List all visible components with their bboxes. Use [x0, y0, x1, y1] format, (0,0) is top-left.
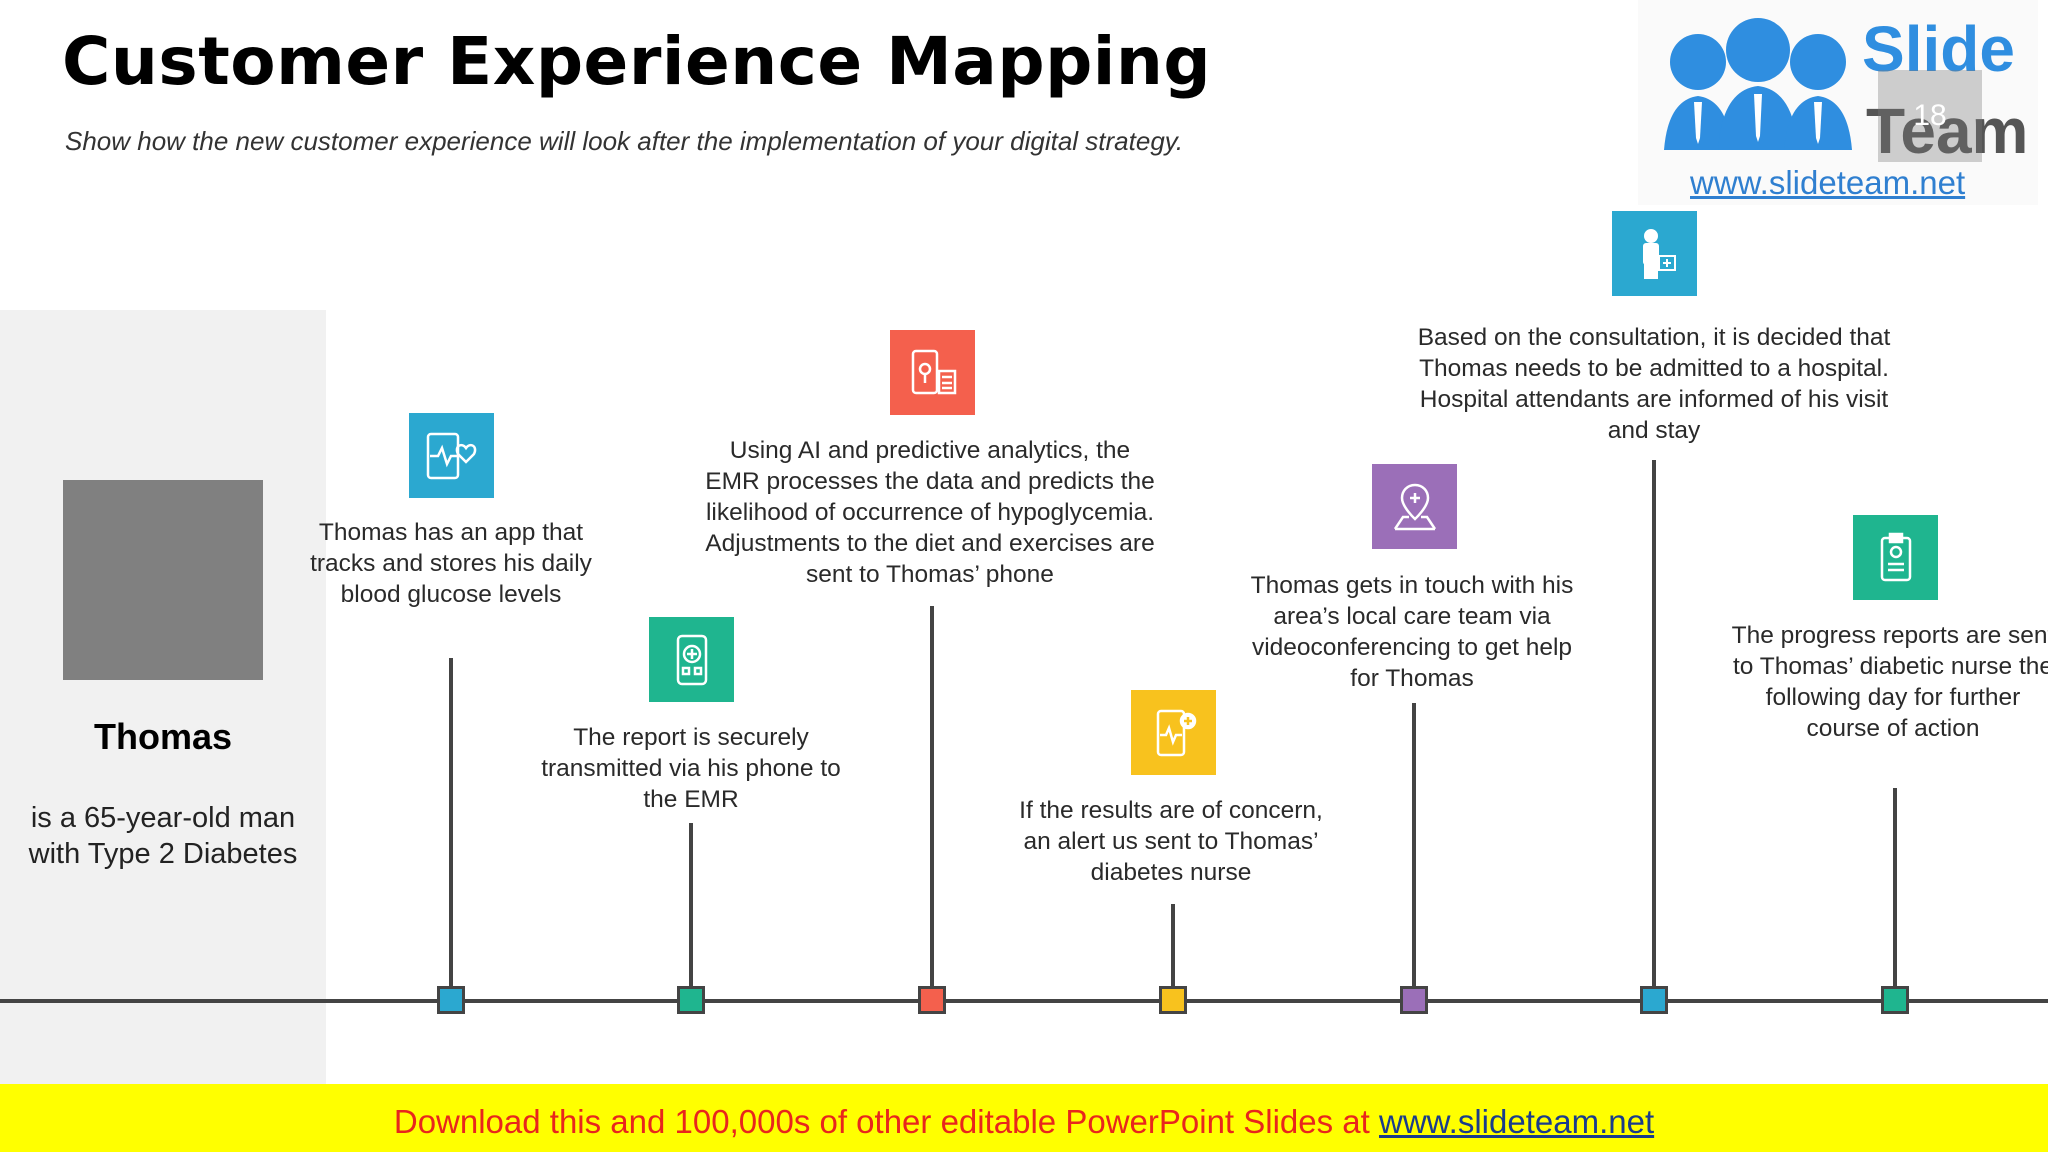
footer-banner — [0, 1084, 2048, 1152]
step-1-connector — [449, 658, 453, 1001]
secure-phone-icon — [676, 634, 707, 685]
step-4-text: If the results are of concern, an alert … — [1019, 797, 1323, 886]
step-6-text: Based on the consultation, it is decided… — [1417, 324, 1891, 444]
footer-text: Download this and 100,000s of other edit… — [0, 1103, 2048, 1141]
step-2-tile — [649, 617, 734, 702]
step-3-tile — [890, 330, 975, 415]
footer-link[interactable]: www.slideteam.net — [1379, 1103, 1655, 1140]
step-4-tile — [1131, 690, 1216, 775]
persona-panel — [0, 310, 326, 1084]
people-logo-icon — [1664, 18, 1852, 150]
page-subtitle: Show how the new customer experience wil… — [65, 126, 1184, 156]
phone-analytics-icon — [911, 349, 956, 394]
persona-photo-placeholder[interactable] — [63, 480, 263, 680]
logo-wordmark-team: Team — [1866, 95, 2029, 167]
step-6-connector — [1652, 460, 1656, 1001]
page-title: Customer Experience Mapping — [62, 23, 1212, 100]
step-7-text: The progress reports are sent to Thomas’… — [1731, 622, 2048, 742]
timeline-axis — [0, 999, 2048, 1003]
footer-message: Download this and 100,000s of other edit… — [393, 1103, 1379, 1140]
step-5-marker[interactable] — [1400, 986, 1428, 1014]
step-5-text: Thomas gets in touch with his area’s loc… — [1250, 572, 1574, 692]
phone-alert-icon — [1156, 709, 1196, 756]
health-app-icon — [426, 432, 476, 479]
logo-wordmark-slide: Slide — [1862, 13, 2015, 85]
step-1-marker[interactable] — [437, 986, 465, 1014]
step-6-tile — [1612, 211, 1697, 296]
step-7-marker[interactable] — [1881, 986, 1909, 1014]
step-3-connector — [930, 606, 934, 1001]
clipboard-icon — [1880, 532, 1911, 581]
location-pin-icon — [1393, 483, 1436, 530]
step-7-tile — [1853, 515, 1938, 600]
slideteam-logo[interactable]: Slide Team 18 www.slideteam.net — [1638, 0, 2038, 205]
step-5-connector — [1412, 703, 1416, 1001]
step-2-connector — [689, 823, 693, 1001]
doctor-icon — [1642, 228, 1676, 279]
persona-description: is a 65-year-old man with Type 2 Diabete… — [28, 802, 298, 870]
step-1-tile — [409, 413, 494, 498]
step-2-marker[interactable] — [677, 986, 705, 1014]
step-1-text: Thomas has an app that tracks and stores… — [310, 519, 592, 608]
step-3-text: Using AI and predictive analytics, the E… — [705, 437, 1155, 588]
step-3-marker[interactable] — [918, 986, 946, 1014]
page-number: 18 — [1878, 70, 1982, 162]
step-7-connector — [1893, 788, 1897, 1001]
step-5-tile — [1372, 464, 1457, 549]
logo-url-link[interactable]: www.slideteam.net — [1690, 164, 1966, 201]
step-2-text: The report is securely transmitted via h… — [541, 724, 841, 813]
step-4-marker[interactable] — [1159, 986, 1187, 1014]
step-6-marker[interactable] — [1640, 986, 1668, 1014]
step-4-connector — [1171, 904, 1175, 1001]
persona-name: Thomas — [93, 716, 233, 757]
